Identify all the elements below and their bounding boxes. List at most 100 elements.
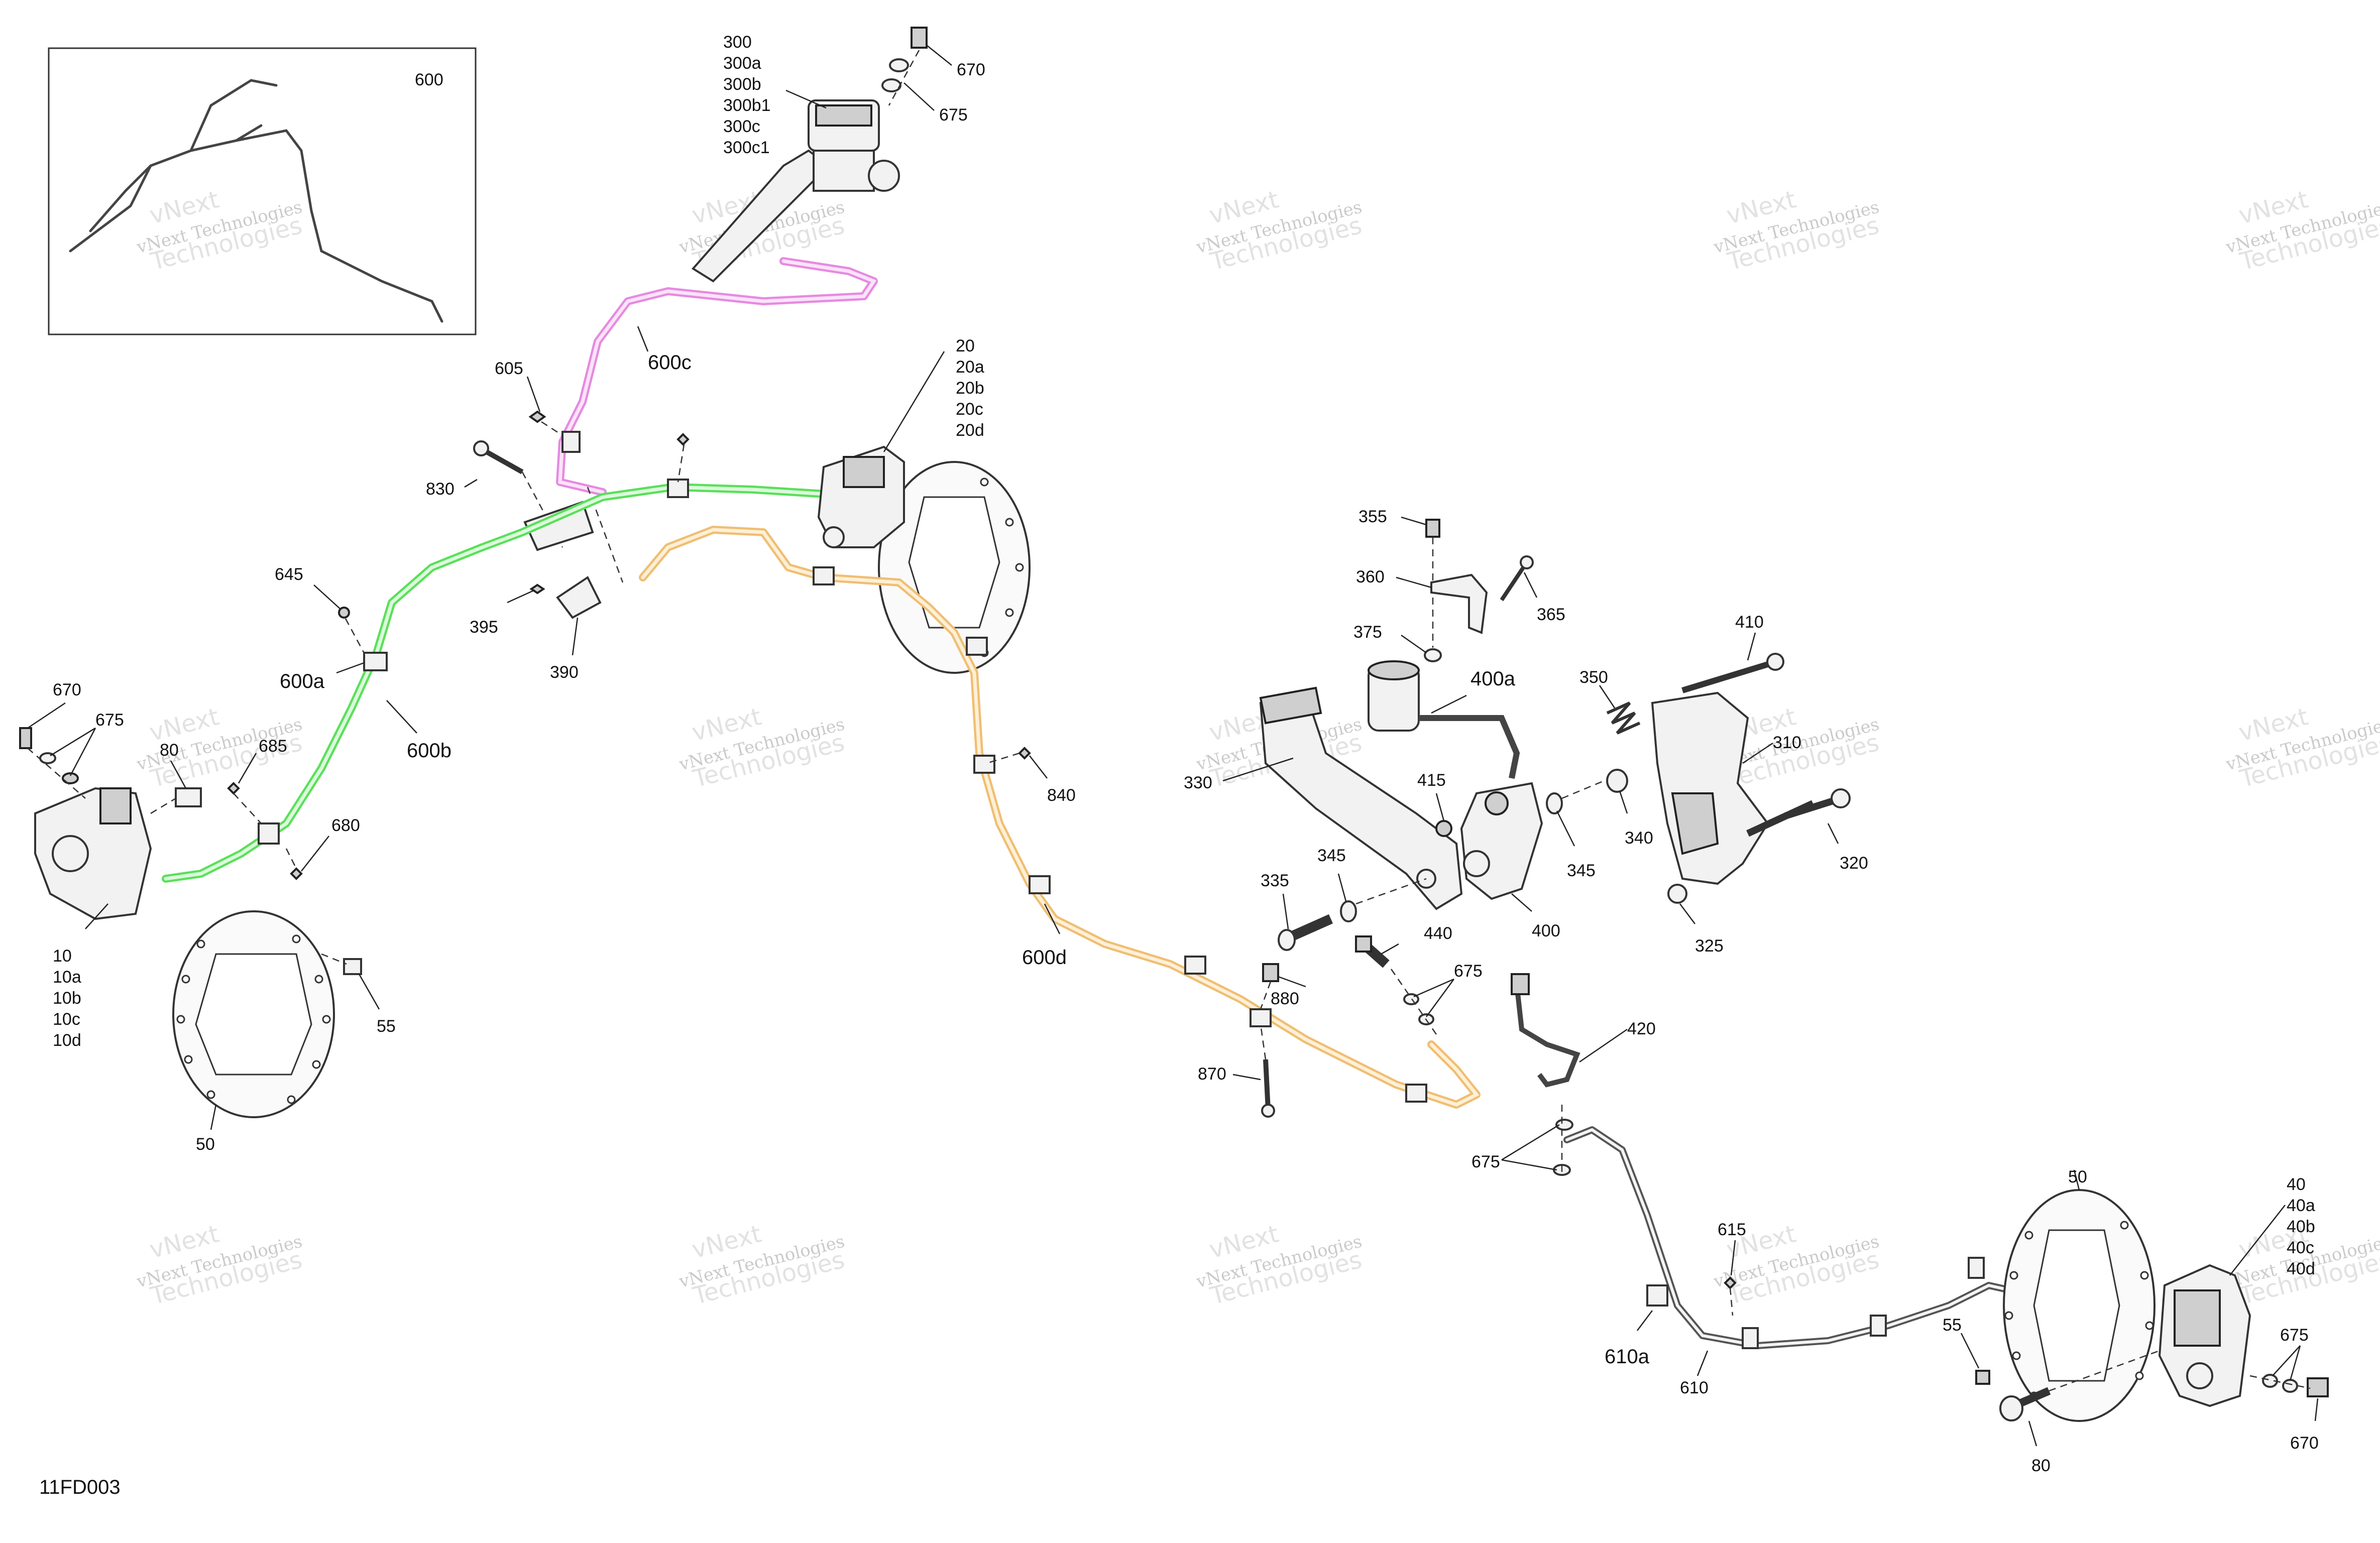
watermark: vNext vNext Technologies Technologies (135, 1220, 305, 1311)
bolt-head (1766, 653, 1784, 671)
callout-600b: 600b (407, 740, 451, 762)
hose-clamp-600a: 645 600a (275, 565, 388, 692)
callout-600c: 600c (648, 351, 692, 374)
hose-junction-bracket: 605 830 390 395 (426, 359, 624, 682)
disc-hole (2120, 1221, 2129, 1230)
callout-40d: 40d (2287, 1259, 2315, 1278)
assembly-line (150, 797, 176, 814)
callout-10a: 10a (53, 968, 81, 987)
callout-400a: 400a (1470, 668, 1516, 690)
callout-330: 330 (1184, 773, 1212, 792)
bolt-head (473, 440, 489, 456)
leader (1401, 634, 1427, 654)
watermark: vNext vNext Technologies Technologies (2224, 702, 2380, 793)
disc-hole (2024, 1231, 2033, 1240)
assembly-line (986, 752, 1020, 764)
callout-615: 615 (1718, 1220, 1746, 1239)
leader (1431, 694, 1467, 714)
disc-hole (184, 1055, 193, 1064)
clip (528, 410, 546, 423)
callout-420: 420 (1627, 1019, 1656, 1038)
leader (1501, 1124, 1560, 1171)
callout-345: 345 (1567, 861, 1596, 880)
leader (1396, 576, 1432, 588)
callout-55: 55 (1943, 1316, 1962, 1335)
callout-670: 670 (53, 680, 81, 699)
reservoir-cap (815, 104, 872, 127)
caliper-piston (2186, 1362, 2213, 1389)
callout-320: 320 (1840, 854, 1868, 873)
leader (1599, 685, 1616, 708)
hose-clip (1184, 956, 1206, 975)
brake-light-switch: 440 675 (1355, 924, 1483, 1035)
leader (313, 584, 342, 611)
disc-hole (1015, 563, 1024, 572)
leader (2272, 1345, 2301, 1381)
bracket (556, 576, 602, 619)
leader (2028, 1420, 2037, 1447)
callout-40a: 40a (2287, 1196, 2315, 1215)
hose-clip (667, 479, 689, 498)
assembly-line (233, 793, 262, 824)
callout-10b: 10b (53, 989, 81, 1008)
rear-brake-pedal-assembly: 355 360 365 375 400a 330 415 400 (1184, 507, 1868, 956)
sensor-wire (1514, 984, 1580, 1088)
hose-clip (1968, 1257, 1985, 1279)
disc-hole (2140, 1271, 2149, 1280)
pedal-pad (1259, 686, 1322, 725)
callout-440: 440 (1424, 924, 1452, 943)
screw (1500, 561, 1529, 602)
sealing-washer (889, 58, 909, 72)
brake-hose-600b: 600b (162, 433, 838, 883)
leader (2314, 1398, 2319, 1421)
callout-40: 40 (2287, 1175, 2306, 1194)
callout-300b1: 300b1 (723, 96, 771, 115)
leader (336, 662, 365, 674)
caliper-pads (843, 456, 885, 488)
hose-clip (1250, 1008, 1272, 1027)
callout-20c: 20c (956, 400, 983, 419)
brake-hose-600d: 600d 840 880 870 (639, 526, 1481, 1118)
callout-840: 840 (1047, 786, 1076, 805)
inset-hose-overview: 600 (48, 47, 477, 335)
callout-360: 360 (1356, 567, 1385, 586)
leader (238, 753, 257, 784)
hose-clip (1742, 1327, 1759, 1349)
callout-300a: 300a (723, 54, 761, 73)
callout-675: 675 (2280, 1326, 2309, 1345)
screw (290, 867, 303, 880)
watermark: vNext vNext Technologies Technologies (677, 702, 848, 793)
brake-pedal (1259, 691, 1463, 910)
callout-415: 415 (1417, 771, 1446, 790)
clamp-ring (868, 160, 900, 192)
callout-300c1: 300c1 (723, 138, 770, 157)
long-bolt (481, 447, 524, 474)
disc-hole (196, 939, 205, 948)
watermark: vNext vNext Technologies Technologies (1194, 185, 1365, 276)
caliper-piston (823, 526, 845, 548)
callout-670: 670 (2290, 1434, 2319, 1453)
bolt-head (1520, 555, 1534, 569)
assembly-line (1390, 969, 1437, 1035)
hose-green-inner (164, 485, 836, 881)
grommet (1424, 648, 1442, 662)
leader (637, 326, 649, 352)
callout-610: 610 (1680, 1378, 1709, 1397)
leader (85, 903, 108, 929)
callout-410: 410 (1735, 613, 1764, 632)
callout-55: 55 (377, 1017, 396, 1036)
hose-clamp (1646, 1284, 1668, 1307)
assembly-line (2049, 1350, 2160, 1392)
caliper-piston (52, 835, 89, 872)
callout-300c: 300c (723, 117, 760, 136)
leader (1637, 1310, 1653, 1331)
leader (1401, 516, 1427, 526)
assembly-line (1729, 1287, 1734, 1316)
callout-300b: 300b (723, 75, 761, 94)
callout-325: 325 (1695, 936, 1724, 956)
callout-670: 670 (957, 60, 985, 79)
front-left-caliper: 670 675 80 685 680 10 10a 10b 10c 10d (19, 680, 360, 1050)
disc-hub-cutout (195, 953, 312, 1076)
leader (1619, 790, 1628, 814)
sealing-washer (62, 772, 79, 784)
